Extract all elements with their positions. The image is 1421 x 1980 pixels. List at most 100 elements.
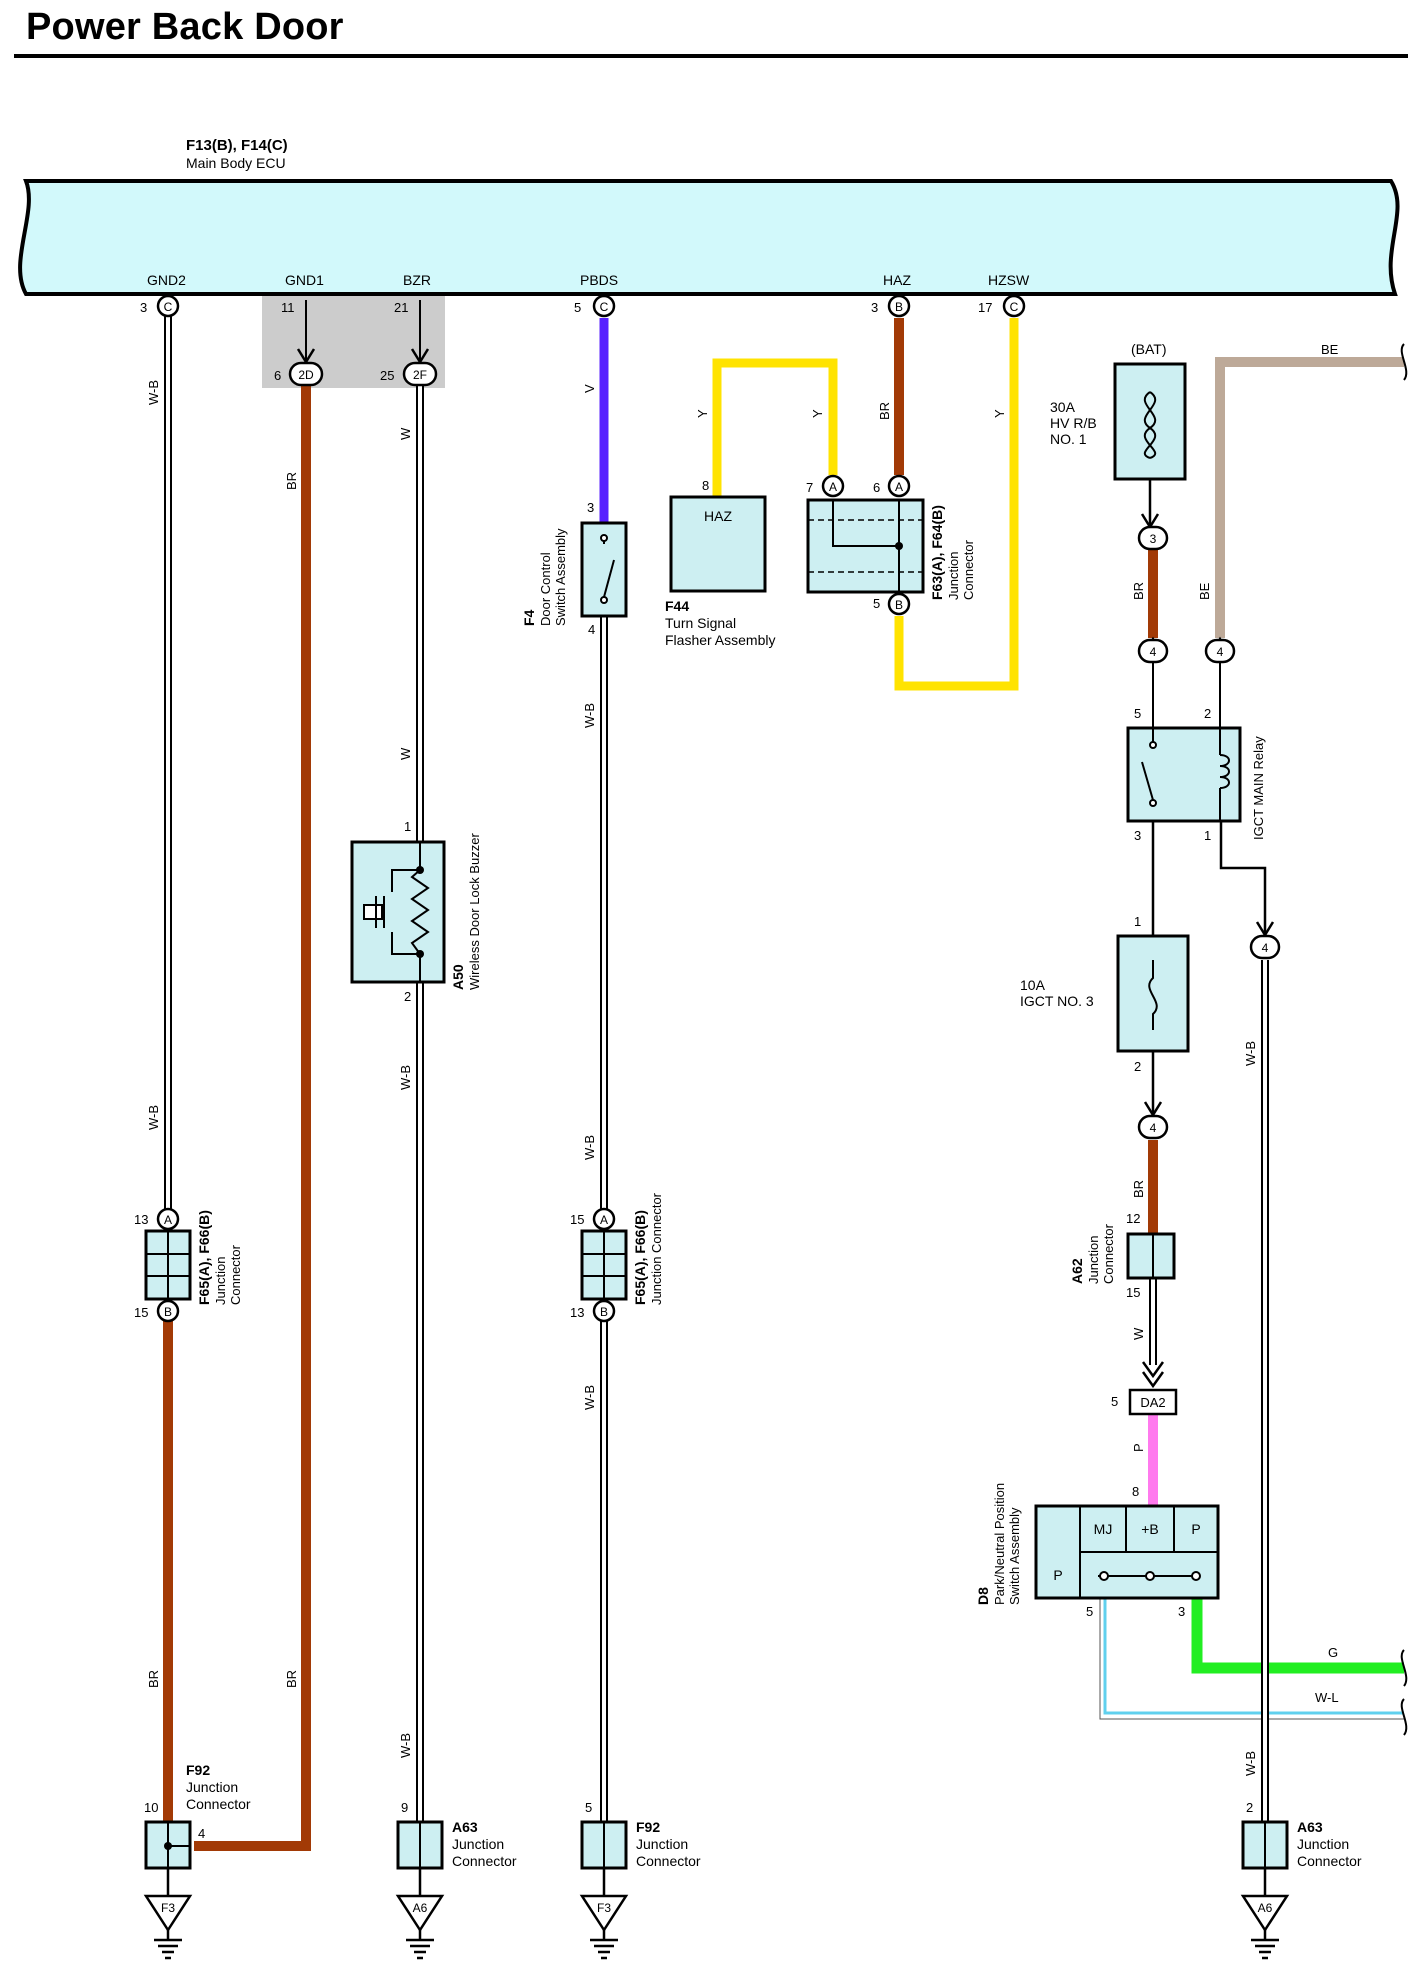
a63-right-id: A63: [1297, 1819, 1323, 1835]
relay-pin-5: 5: [1134, 706, 1141, 721]
wire-label-y-1: Y: [695, 409, 710, 418]
a62-pin-top: 12: [1126, 1211, 1140, 1226]
f92-mid-name-2: Connector: [636, 1853, 701, 1869]
f44-label: HAZ: [704, 508, 732, 524]
f92-left-name-2: Connector: [186, 1796, 251, 1812]
fuse-hv-rating: 30A: [1050, 399, 1076, 415]
break-mark-g: [1400, 1649, 1408, 1687]
f65-left-conn-a: A: [164, 1213, 172, 1227]
f92-mid-name-1: Junction: [636, 1836, 688, 1852]
wire-label-y-2: Y: [810, 409, 825, 418]
inline-connector-4-d: 4: [1137, 1114, 1169, 1140]
f65-mid-junction: 15 A 13 B: [570, 1207, 628, 1323]
wire-d8-g: [1191, 1598, 1404, 1674]
d8-id: D8: [975, 1587, 991, 1605]
fuse-hv-name-2: NO. 1: [1050, 431, 1087, 447]
a50-pin-1: 1: [404, 819, 411, 834]
wire-label-wb-6: W-B: [582, 1135, 597, 1160]
ecu-pin-pbds-label: PBDS: [580, 272, 618, 288]
f63-pin-b5: 5: [873, 596, 880, 611]
wire-d8-wl-white: [1099, 1598, 1404, 1720]
splice-2f-pin: 25: [380, 368, 394, 383]
wire-label-br-5: BR: [1131, 582, 1146, 600]
ground-f3-left-label: F3: [161, 1901, 175, 1915]
pin-gnd2: 3 C: [140, 294, 180, 318]
da2-pin: 5: [1111, 1394, 1118, 1409]
a63-left-name-2: Connector: [452, 1853, 517, 1869]
ground-a6-left: A6: [395, 1868, 445, 1960]
d8-name-2: Switch Assembly: [1007, 1507, 1022, 1605]
f65-mid-id: F65(A), F66(B): [632, 1210, 648, 1305]
pin-gnd2-number: 3: [140, 300, 147, 315]
inline-connector-3-label: 3: [1150, 532, 1157, 546]
f65-mid-pin-top: 15: [570, 1212, 584, 1227]
f63-id: F63(A), F64(B): [929, 505, 945, 600]
a62-name-1: Junction: [1086, 1236, 1101, 1284]
d8-pin-8: 8: [1132, 1484, 1139, 1499]
f44-turn-signal-flasher: 8 HAZ: [669, 478, 767, 593]
pin-haz: 3 B: [871, 294, 911, 318]
inline-connector-4-b-label: 4: [1217, 645, 1224, 659]
f65-left-conn-b: B: [164, 1305, 172, 1319]
pin-haz-number: 3: [871, 300, 878, 315]
f65-mid-conn-a: A: [600, 1213, 608, 1227]
page-title: Power Back Door: [26, 6, 344, 48]
fuse-igct-name: IGCT NO. 3: [1020, 993, 1094, 1009]
f92-left-pin-4: 4: [198, 1826, 205, 1841]
d8-pin-5: 5: [1086, 1604, 1093, 1619]
a63-left-pin: 9: [401, 1800, 408, 1815]
pin-pbds-number: 5: [574, 300, 581, 315]
inline-connector-4-c: 4: [1249, 934, 1281, 960]
main-body-ecu: [18, 179, 1400, 296]
wire-label-wb-2: W-B: [146, 1105, 161, 1130]
f92-mid-junction: 5: [580, 1800, 628, 1870]
f65-left-pin-top: 13: [134, 1212, 148, 1227]
arrow-da2-2: [1141, 1371, 1165, 1389]
ecu-pin-gnd2-label: GND2: [147, 272, 186, 288]
wire-d8-wl-blue: [1103, 1598, 1404, 1715]
f65-left-id: F65(A), F66(B): [196, 1210, 212, 1305]
wire-label-br-1: BR: [146, 1670, 161, 1688]
wire-label-wb-1: W-B: [146, 380, 161, 405]
break-mark-be: [1400, 343, 1408, 381]
d8-cell-p-top: P: [1191, 1521, 1200, 1537]
wire-relay-coil: [1219, 803, 1267, 934]
pin-hzsw: 17 C: [978, 294, 1026, 318]
f65-mid-conn-b: B: [600, 1305, 608, 1319]
da2-connector: 5 DA2: [1111, 1388, 1178, 1416]
pin-gnd1-number: 11: [281, 300, 295, 315]
wire-label-w-2: W: [398, 747, 413, 760]
relay-name: IGCT MAIN Relay: [1251, 736, 1266, 840]
wire-gnd1-br: [194, 385, 311, 1851]
fuse-hv-name-1: HV R/B: [1050, 415, 1097, 431]
f44-name-2: Flasher Assembly: [665, 632, 775, 648]
wire-label-be-2: BE: [1321, 342, 1339, 357]
da2-code: DA2: [1140, 1395, 1165, 1410]
wire-label-wb-3: W-B: [398, 1065, 413, 1090]
relay-pin-1: 1: [1204, 828, 1211, 843]
f92-left-pin-10: 10: [144, 1800, 158, 1815]
igct-main-relay: 5 2 3 1: [1126, 662, 1242, 843]
f65-left-name-1: Junction: [213, 1257, 228, 1305]
a63-right-name-1: Junction: [1297, 1836, 1349, 1852]
wire-label-br-2: BR: [284, 472, 299, 490]
a50-wireless-door-lock-buzzer: 1 2: [350, 819, 446, 1004]
f63-junction-connector: 7 A 6 A 5 B: [806, 474, 925, 616]
f63-pin-a7: 7: [806, 480, 813, 495]
a63-left-id: A63: [452, 1819, 478, 1835]
inline-connector-4-a: 4: [1137, 638, 1169, 664]
ground-a6-left-label: A6: [413, 1901, 428, 1915]
wire-label-br-4: BR: [877, 402, 892, 420]
relay-pin-2: 2: [1204, 706, 1211, 721]
wire-label-w-3: W: [1131, 1327, 1146, 1340]
f4-pin-out: 4: [588, 622, 595, 637]
pin-haz-conn: B: [895, 300, 903, 314]
wire-label-g: G: [1328, 1645, 1338, 1660]
d8-pin-3: 3: [1178, 1604, 1185, 1619]
splice-2f-code: 2F: [413, 368, 427, 382]
f4-id: F4: [521, 609, 537, 626]
ground-a6-right-label: A6: [1258, 1901, 1273, 1915]
ecu-pin-haz-label: HAZ: [883, 272, 911, 288]
f44-pin: 8: [702, 478, 709, 493]
